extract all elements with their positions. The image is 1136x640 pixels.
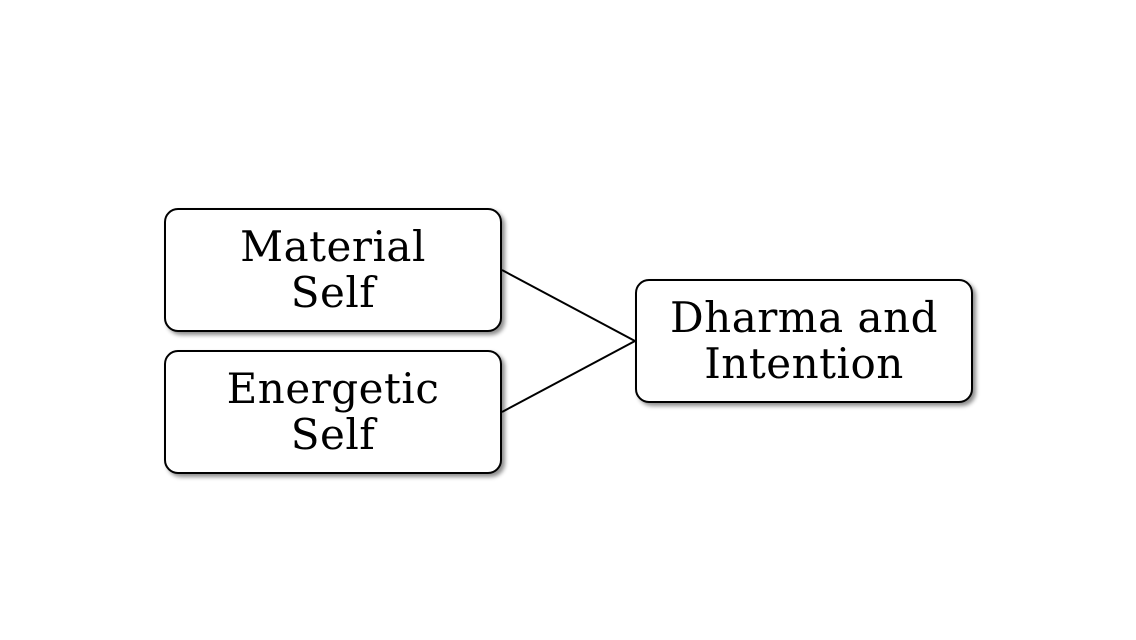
energetic-self-box: Energetic Self (164, 350, 502, 474)
edge-energetic-to-dharma (501, 340, 636, 413)
dharma-and-intention-box: Dharma and Intention (635, 279, 973, 403)
energetic-self-label: Energetic Self (226, 364, 440, 459)
dharma-and-intention-label: Dharma and Intention (669, 293, 939, 388)
material-self-label: Material Self (240, 222, 426, 317)
material-self-box: Material Self (164, 208, 502, 332)
edge-material-to-dharma (501, 269, 636, 342)
